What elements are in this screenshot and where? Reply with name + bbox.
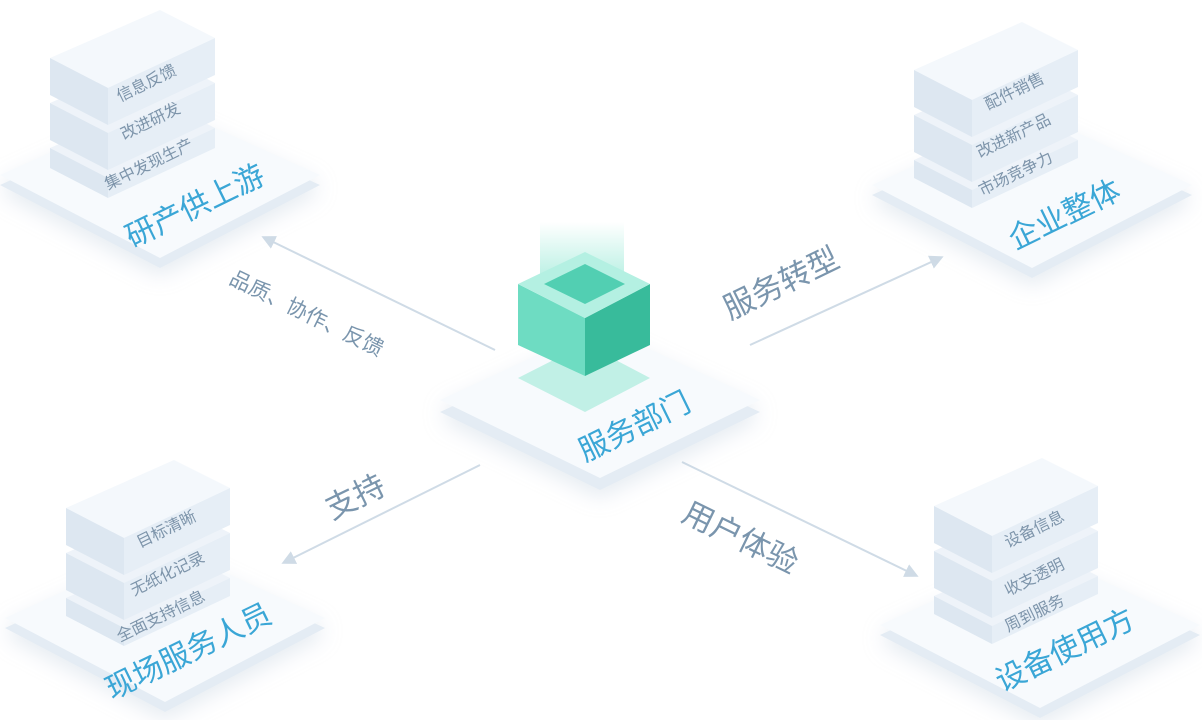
center-node: 服务部门	[440, 222, 760, 490]
arrow-label-equipment-user: 用户体验	[676, 495, 803, 582]
arrow-label-upstream: 品质、协作、反馈	[226, 266, 388, 361]
block-stack-field-staff	[66, 460, 230, 646]
arrow-to-field-staff	[281, 464, 481, 564]
arrow-to-enterprise	[749, 255, 944, 346]
group-upstream: 信息反馈 改进研发 集中发现生产 研产供上游	[0, 10, 320, 268]
arrow-label-field-staff: 支持	[320, 468, 392, 528]
arrows	[261, 236, 944, 577]
group-field-staff: 目标清晰 无纸化记录 全面支持信息 现场服务人员	[5, 460, 325, 712]
block-stack-upstream	[50, 10, 215, 198]
block-stack-equipment-user	[934, 458, 1098, 644]
cube-icon	[518, 252, 650, 412]
arrow-to-upstream	[261, 236, 496, 351]
arrow-label-enterprise: 服务转型	[718, 240, 845, 327]
block-stack-enterprise	[914, 22, 1078, 208]
group-equipment-user: 设备信息 收支透明 周到服务 设备使用方	[880, 458, 1200, 718]
arrow-to-equipment-user	[681, 461, 919, 577]
group-enterprise: 配件销售 改进新产品 市场竞争力 企业整体	[872, 22, 1192, 278]
